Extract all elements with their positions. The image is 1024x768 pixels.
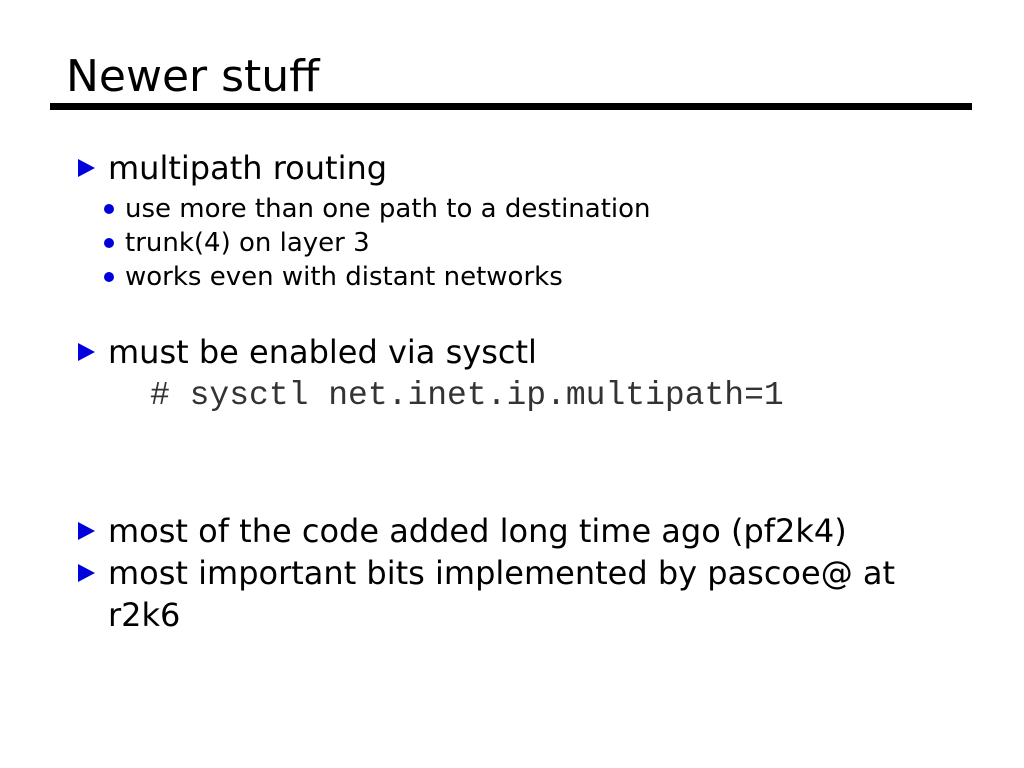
sub-bullet-text: trunk(4) on layer 3 — [125, 228, 370, 258]
dot-bullet-icon — [104, 238, 114, 248]
bullet-text: most of the code added long time ago (pf… — [108, 512, 847, 550]
bullet-sysctl: must be enabled via sysctl — [78, 331, 537, 373]
triangle-bullet-icon — [78, 159, 95, 177]
sysctl-command: # sysctl net.inet.ip.multipath=1 — [150, 377, 784, 414]
bullet-code-added: most of the code added long time ago (pf… — [78, 510, 847, 552]
dot-bullet-icon — [104, 204, 114, 214]
dot-bullet-icon — [104, 272, 114, 282]
title-underline — [50, 103, 972, 110]
triangle-bullet-icon — [78, 522, 95, 540]
bullet-text-line2: r2k6 — [108, 596, 181, 634]
bullet-text: multipath routing — [108, 149, 388, 187]
slide-title: Newer stuff — [66, 51, 320, 102]
list-item: use more than one path to a destination — [104, 192, 651, 226]
sub-bullet-text: works even with distant networks — [125, 262, 563, 292]
bullet-text: must be enabled via sysctl — [108, 333, 537, 371]
bullet-text: most important bits implemented by pasco… — [108, 552, 895, 636]
list-item: trunk(4) on layer 3 — [104, 226, 651, 260]
bullet-text-line1: most important bits implemented by pasco… — [108, 554, 896, 592]
triangle-bullet-icon — [78, 343, 95, 361]
triangle-bullet-icon — [78, 564, 95, 582]
bullet-pascoe: most important bits implemented by pasco… — [78, 552, 895, 636]
sub-bullet-text: use more than one path to a destination — [125, 194, 651, 224]
multipath-sub-list: use more than one path to a destination … — [104, 192, 651, 294]
bullet-multipath-routing: multipath routing — [78, 147, 387, 189]
list-item: works even with distant networks — [104, 260, 651, 294]
